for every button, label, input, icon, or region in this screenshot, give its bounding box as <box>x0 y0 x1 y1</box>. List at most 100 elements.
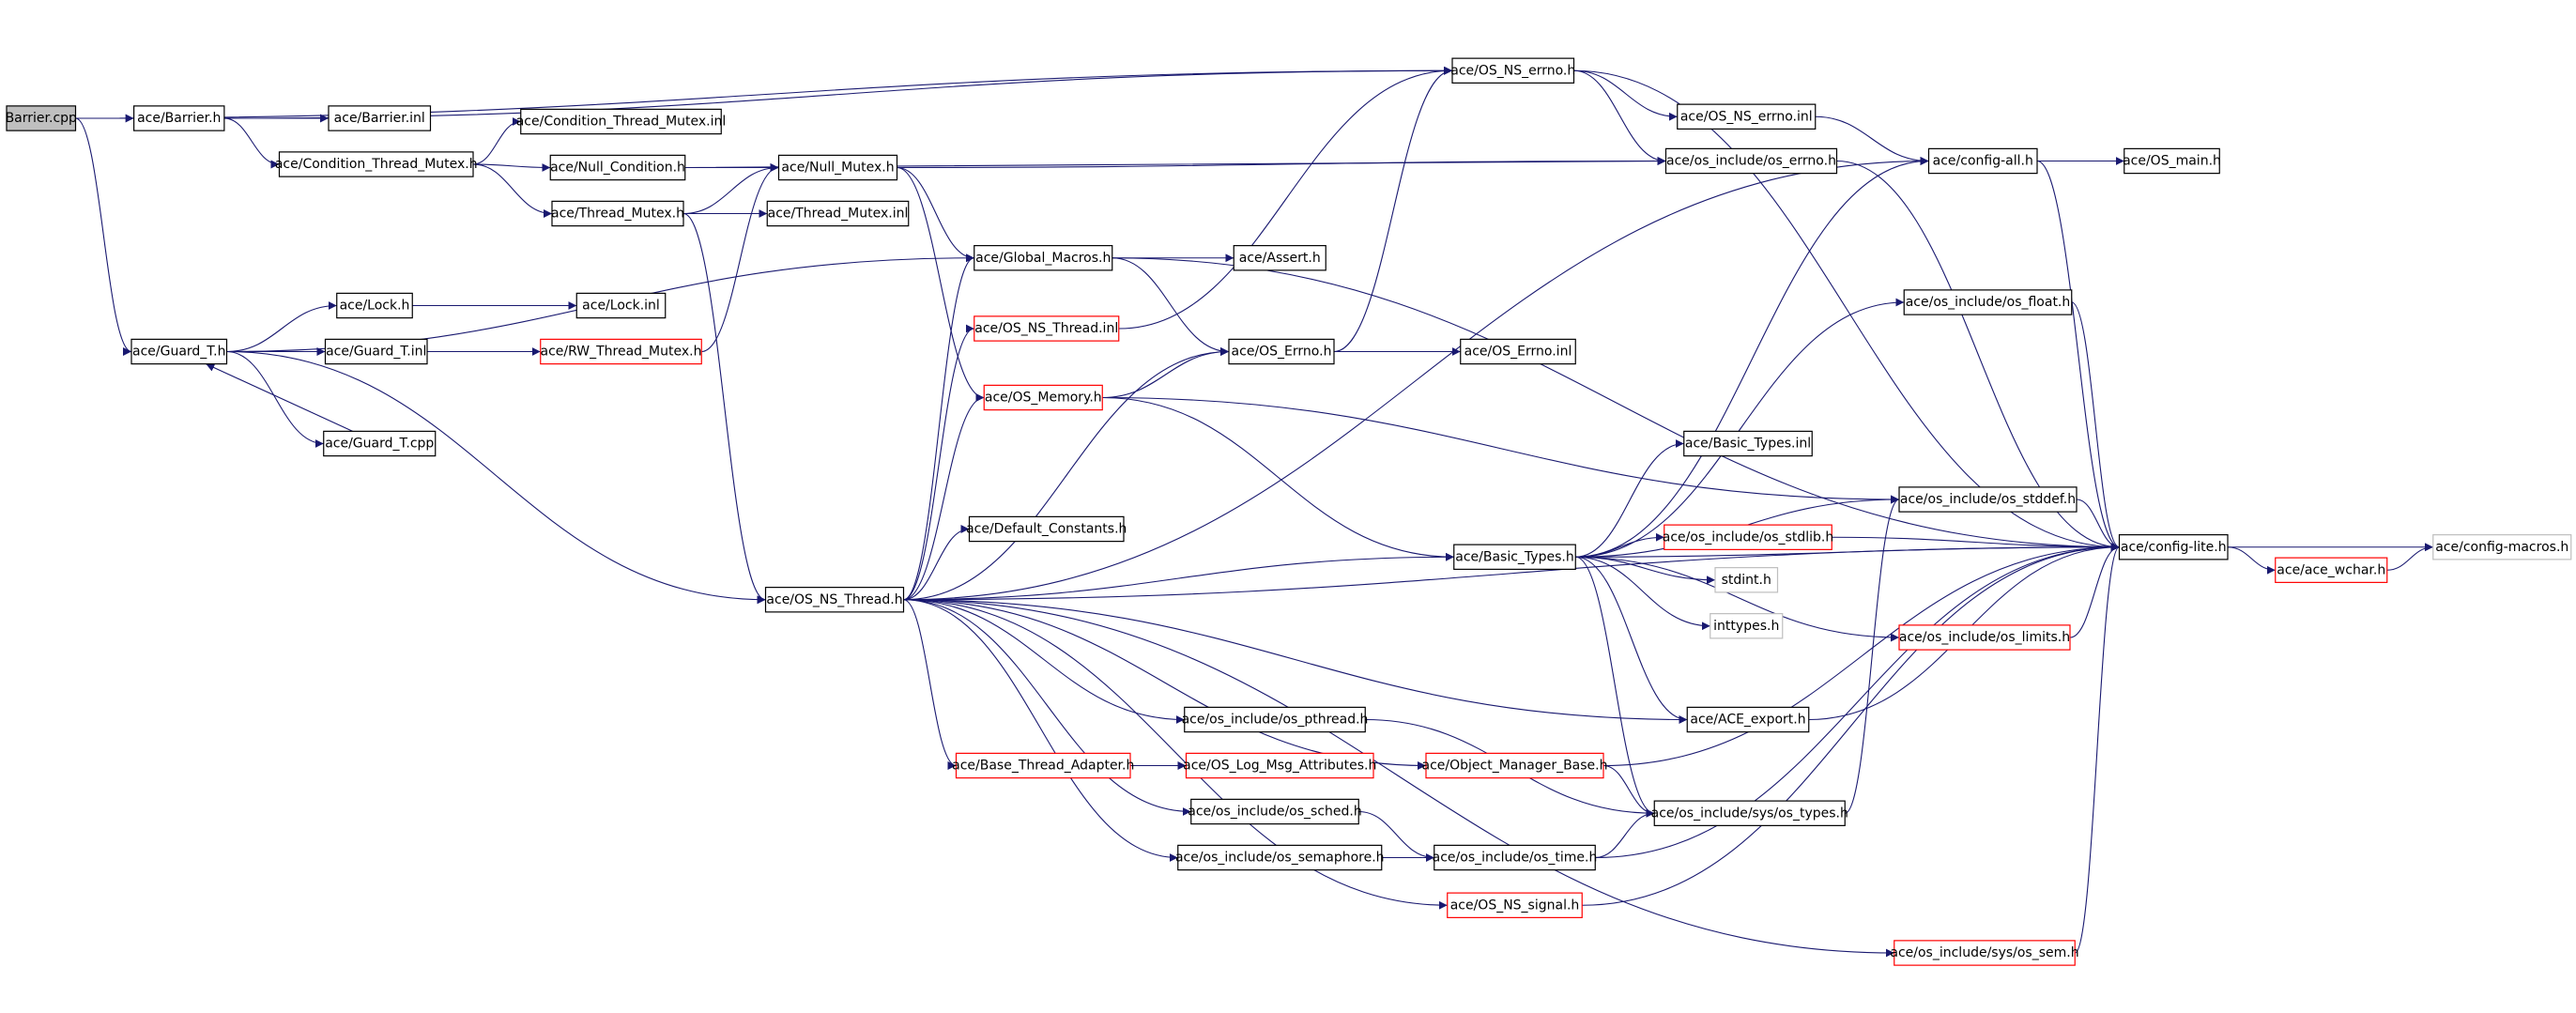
node-os-main-h[interactable]: ace/OS_main.h <box>2123 147 2221 175</box>
node-os-include-os-stdlib-h[interactable]: ace/os_include/os_stdlib.h <box>1663 524 1833 550</box>
node-null-mutex-h[interactable]: ace/Null_Mutex.h <box>777 154 898 181</box>
node-box[interactable] <box>2275 557 2388 583</box>
node-box[interactable] <box>1653 800 1846 826</box>
node-os-errno-h[interactable]: ace/OS_Errno.h <box>1228 338 1335 365</box>
node-lock-h[interactable]: ace/Lock.h <box>336 292 413 319</box>
node-guard-t-inl[interactable]: ace/Guard_T.inl <box>324 338 428 365</box>
node-box[interactable] <box>983 384 1103 411</box>
node-basic-types-h[interactable]: ace/Basic_Types.h <box>1453 544 1576 570</box>
node-box[interactable] <box>278 151 474 177</box>
node-default-constants-h[interactable]: ace/Default_Constants.h <box>966 515 1127 543</box>
node-box[interactable] <box>575 292 667 319</box>
node-box[interactable] <box>520 108 722 135</box>
node-ace-export-h[interactable]: ace/ACE_export.h <box>1686 706 1810 733</box>
node-config-all-h[interactable]: ace/config-all.h <box>1927 147 2038 175</box>
node-os-errno-inl[interactable]: ace/OS_Errno.inl <box>1460 338 1576 365</box>
node-guard-t-cpp[interactable]: ace/Guard_T.cpp <box>323 430 437 457</box>
node-os-include-os-limits-h[interactable]: ace/os_include/os_limits.h <box>1898 624 2071 651</box>
node-box[interactable] <box>1434 844 1596 871</box>
node-os-ns-thread-h[interactable]: ace/OS_NS_Thread.h <box>764 587 905 613</box>
node-os-memory-h[interactable]: ace/OS_Memory.h <box>983 384 1103 411</box>
node-box[interactable] <box>324 338 428 365</box>
node-box[interactable] <box>130 338 228 365</box>
node-box[interactable] <box>1453 544 1576 570</box>
node-box[interactable] <box>323 430 437 457</box>
node-box[interactable] <box>1451 57 1575 84</box>
node-box[interactable] <box>1894 940 2076 966</box>
node-box[interactable] <box>1714 567 1779 593</box>
node-box[interactable] <box>1927 147 2038 175</box>
node-os-include-os-sched-h[interactable]: ace/os_include/os_sched.h <box>1188 798 1362 825</box>
node-thread-mutex-h[interactable]: ace/Thread_Mutex.h <box>551 200 684 227</box>
node-box[interactable] <box>2118 534 2229 560</box>
node-ace-wchar-h[interactable]: ace/ace_wchar.h <box>2275 557 2388 583</box>
node-box[interactable] <box>1185 752 1374 779</box>
node-box[interactable] <box>1228 338 1335 365</box>
node-box[interactable] <box>764 587 905 613</box>
node-box[interactable] <box>968 515 1125 543</box>
node-box[interactable] <box>1677 103 1817 130</box>
node-guard-t-h[interactable]: ace/Guard_T.h <box>130 338 228 365</box>
node-barrier-inl[interactable]: ace/Barrier.inl <box>328 105 432 131</box>
node-os-include-os-time-h[interactable]: ace/os_include/os_time.h <box>1433 844 1598 871</box>
node-barrier-cpp[interactable]: Barrier.cpp <box>6 105 77 131</box>
node-box[interactable] <box>2124 147 2220 175</box>
node-box[interactable] <box>1447 892 1583 918</box>
node-os-log-msg-attributes-h[interactable]: ace/OS_Log_Msg_Attributes.h <box>1183 752 1376 779</box>
node-stdint-h[interactable]: stdint.h <box>1714 567 1779 593</box>
node-box[interactable] <box>1190 798 1359 825</box>
node-box[interactable] <box>328 105 432 131</box>
node-box[interactable] <box>1233 245 1326 271</box>
node-cond-thread-mutex-h[interactable]: ace/Condition_Thread_Mutex.h <box>275 151 478 177</box>
node-thread-mutex-inl[interactable]: ace/Thread_Mutex.inl <box>766 200 910 227</box>
node-box[interactable] <box>1664 524 1832 550</box>
node-config-macros-h[interactable]: ace/config-macros.h <box>2432 534 2572 560</box>
node-box[interactable] <box>1898 486 2078 513</box>
node-box[interactable] <box>540 338 702 365</box>
node-box[interactable] <box>6 105 77 131</box>
node-os-include-os-pthread-h[interactable]: ace/os_include/os_pthread.h <box>1182 706 1369 733</box>
node-box[interactable] <box>766 200 910 227</box>
node-barrier-h[interactable]: ace/Barrier.h <box>133 105 225 131</box>
node-box[interactable] <box>1898 624 2071 651</box>
node-box[interactable] <box>133 105 225 131</box>
node-object-manager-base-h[interactable]: ace/Object_Manager_Base.h <box>1422 752 1608 779</box>
node-box[interactable] <box>974 245 1113 271</box>
node-cond-thread-mutex-inl[interactable]: ace/Condition_Thread_Mutex.inl <box>516 108 727 135</box>
node-os-ns-errno-inl[interactable]: ace/OS_NS_errno.inl <box>1677 103 1817 130</box>
node-null-condition-h[interactable]: ace/Null_Condition.h <box>549 154 686 181</box>
node-box[interactable] <box>1710 613 1784 639</box>
node-os-include-sys-os-sem-h[interactable]: ace/os_include/sys/os_sem.h <box>1890 940 2079 966</box>
node-os-ns-thread-inl[interactable]: ace/OS_NS_Thread.inl <box>974 315 1120 342</box>
node-os-include-os-float-h[interactable]: ace/os_include/os_float.h <box>1903 289 2073 315</box>
node-box[interactable] <box>955 752 1131 779</box>
node-box[interactable] <box>1184 706 1366 733</box>
node-box[interactable] <box>1683 430 1813 457</box>
node-global-macros-h[interactable]: ace/Global_Macros.h <box>974 245 1113 271</box>
node-base-thread-adapter-h[interactable]: ace/Base_Thread_Adapter.h <box>952 752 1134 779</box>
node-box[interactable] <box>336 292 413 319</box>
node-box[interactable] <box>551 200 684 227</box>
node-os-ns-signal-h[interactable]: ace/OS_NS_signal.h <box>1447 892 1583 918</box>
node-os-include-sys-os-types-h[interactable]: ace/os_include/sys/os_types.h <box>1651 800 1848 826</box>
node-os-include-os-stddef-h[interactable]: ace/os_include/os_stddef.h <box>1898 486 2078 513</box>
node-box[interactable] <box>1425 752 1604 779</box>
node-config-lite-h[interactable]: ace/config-lite.h <box>2118 534 2229 560</box>
node-lock-inl[interactable]: ace/Lock.inl <box>575 292 667 319</box>
node-box[interactable] <box>777 154 898 181</box>
node-os-ns-errno-h[interactable]: ace/OS_NS_errno.h <box>1450 57 1575 84</box>
node-box[interactable] <box>1460 338 1576 365</box>
node-rw-thread-mutex-h[interactable]: ace/RW_Thread_Mutex.h <box>540 338 702 365</box>
node-box[interactable] <box>974 315 1120 342</box>
node-box[interactable] <box>1177 844 1383 871</box>
node-os-include-os-semaphore-h[interactable]: ace/os_include/os_semaphore.h <box>1175 844 1385 871</box>
node-basic-types-inl[interactable]: ace/Basic_Types.inl <box>1683 430 1813 457</box>
node-os-include-os-errno-h[interactable]: ace/os_include/os_errno.h <box>1664 147 1838 175</box>
node-box[interactable] <box>1686 706 1810 733</box>
node-assert-h[interactable]: ace/Assert.h <box>1233 245 1326 271</box>
node-box[interactable] <box>1664 147 1838 175</box>
node-box[interactable] <box>2432 534 2572 560</box>
node-inttypes-h[interactable]: inttypes.h <box>1710 613 1784 639</box>
node-box[interactable] <box>549 154 686 181</box>
node-box[interactable] <box>1903 289 2073 315</box>
